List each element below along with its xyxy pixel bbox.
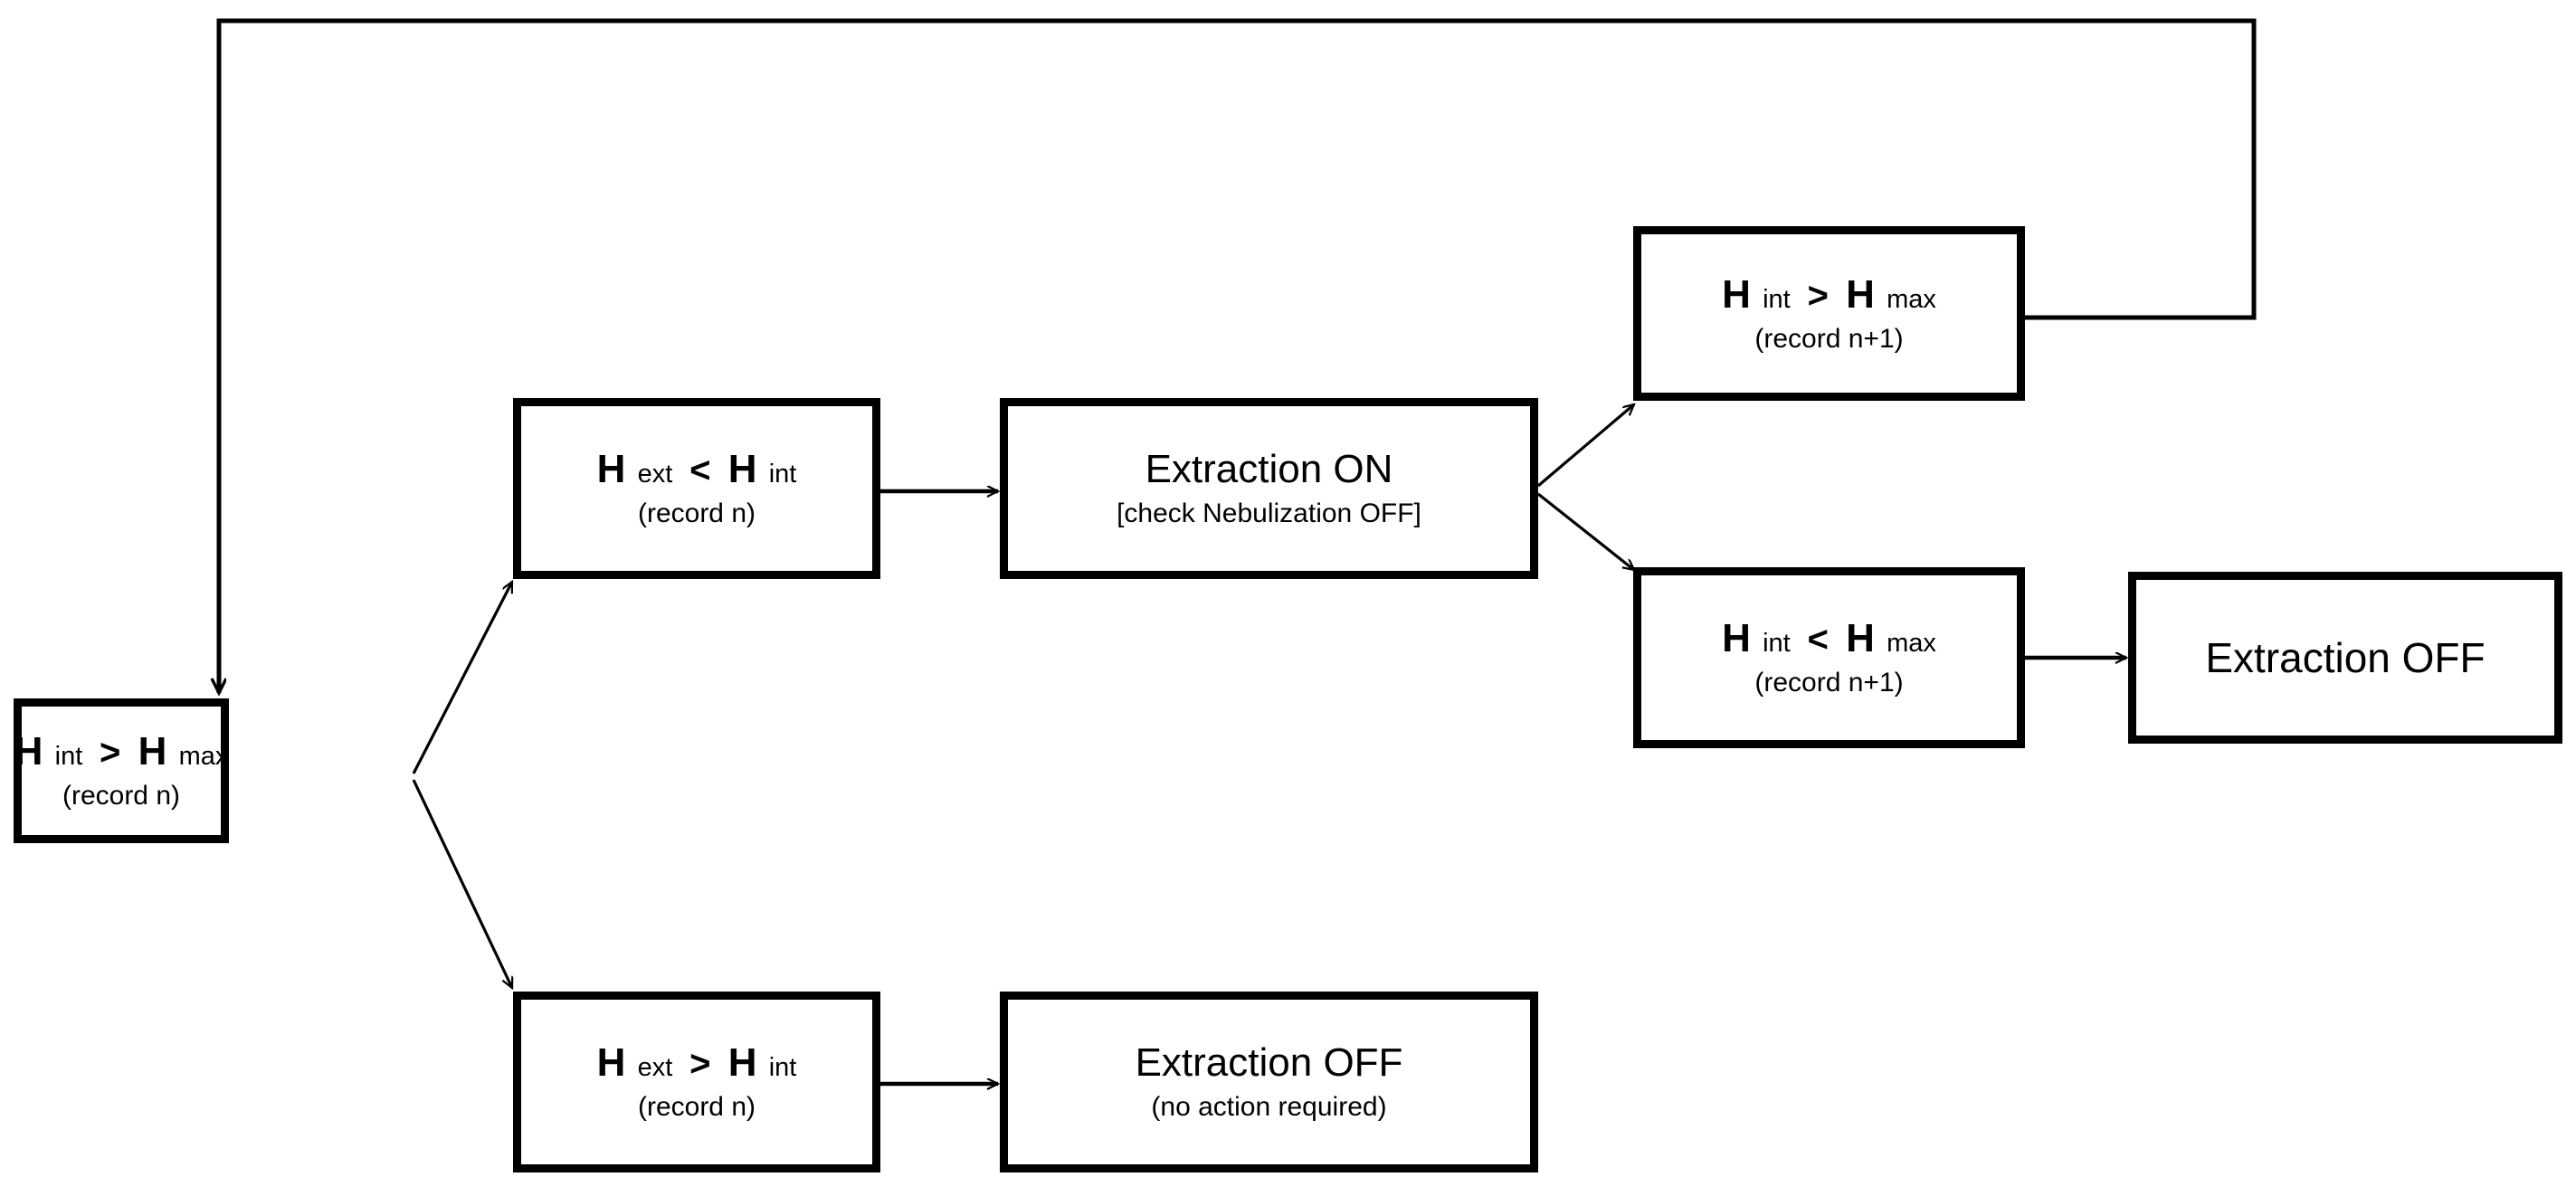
node-hint-lt-hmax-n1-primary-text: H int < H max	[1722, 616, 1936, 661]
node-extraction-off-bottom-secondary-text: (no action required)	[1151, 1092, 1387, 1123]
node-hint-gt-hmax-n1-secondary-text: (record n+1)	[1754, 323, 1904, 354]
node-hint-lt-hmax-n1[interactable]: H int < H max (record n+1)	[1633, 567, 2025, 748]
edge-extraction-on-to-hint-gt-hmax	[1536, 404, 1634, 488]
node-hext-lt-hint[interactable]: H ext < H int (record n)	[513, 398, 880, 579]
node-start-hint-gt-hmax[interactable]: H int > H max (record n)	[14, 698, 229, 843]
node-hint-gt-hmax-n1[interactable]: H int > H max (record n+1)	[1633, 226, 2025, 401]
node-hext-gt-hint-primary-text: H ext > H int	[596, 1040, 797, 1086]
node-extraction-on[interactable]: Extraction ON [check Nebulization OFF]	[1000, 398, 1538, 579]
node-hext-gt-hint[interactable]: H ext > H int (record n)	[513, 992, 880, 1172]
node-start-hint-gt-hmax-primary-text: H int > H max	[14, 729, 229, 774]
edge-extraction-on-to-hint-lt-hmax	[1537, 492, 1634, 570]
node-start-hint-gt-hmax-secondary-text: (record n)	[62, 781, 181, 812]
node-hint-lt-hmax-n1-secondary-text: (record n+1)	[1754, 668, 1904, 698]
edge-start-to-hext-lt-hint	[412, 582, 514, 774]
node-hint-gt-hmax-n1-primary-text: H int > H max	[1722, 271, 1936, 317]
node-extraction-off-bottom[interactable]: Extraction OFF (no action required)	[1000, 992, 1538, 1172]
node-extraction-off-right[interactable]: Extraction OFF	[2128, 572, 2562, 744]
edge-start-to-hext-gt-hint	[412, 779, 514, 988]
node-extraction-on-primary-text: Extraction ON	[1145, 447, 1393, 492]
node-hext-lt-hint-secondary-text: (record n)	[637, 498, 756, 529]
node-extraction-on-secondary-text: [check Nebulization OFF]	[1117, 498, 1421, 529]
node-extraction-off-bottom-primary-text: Extraction OFF	[1135, 1040, 1403, 1086]
node-hext-lt-hint-primary-text: H ext < H int	[596, 447, 797, 492]
node-hext-gt-hint-secondary-text: (record n)	[637, 1092, 756, 1123]
node-extraction-off-right-primary-text: Extraction OFF	[2205, 633, 2486, 681]
